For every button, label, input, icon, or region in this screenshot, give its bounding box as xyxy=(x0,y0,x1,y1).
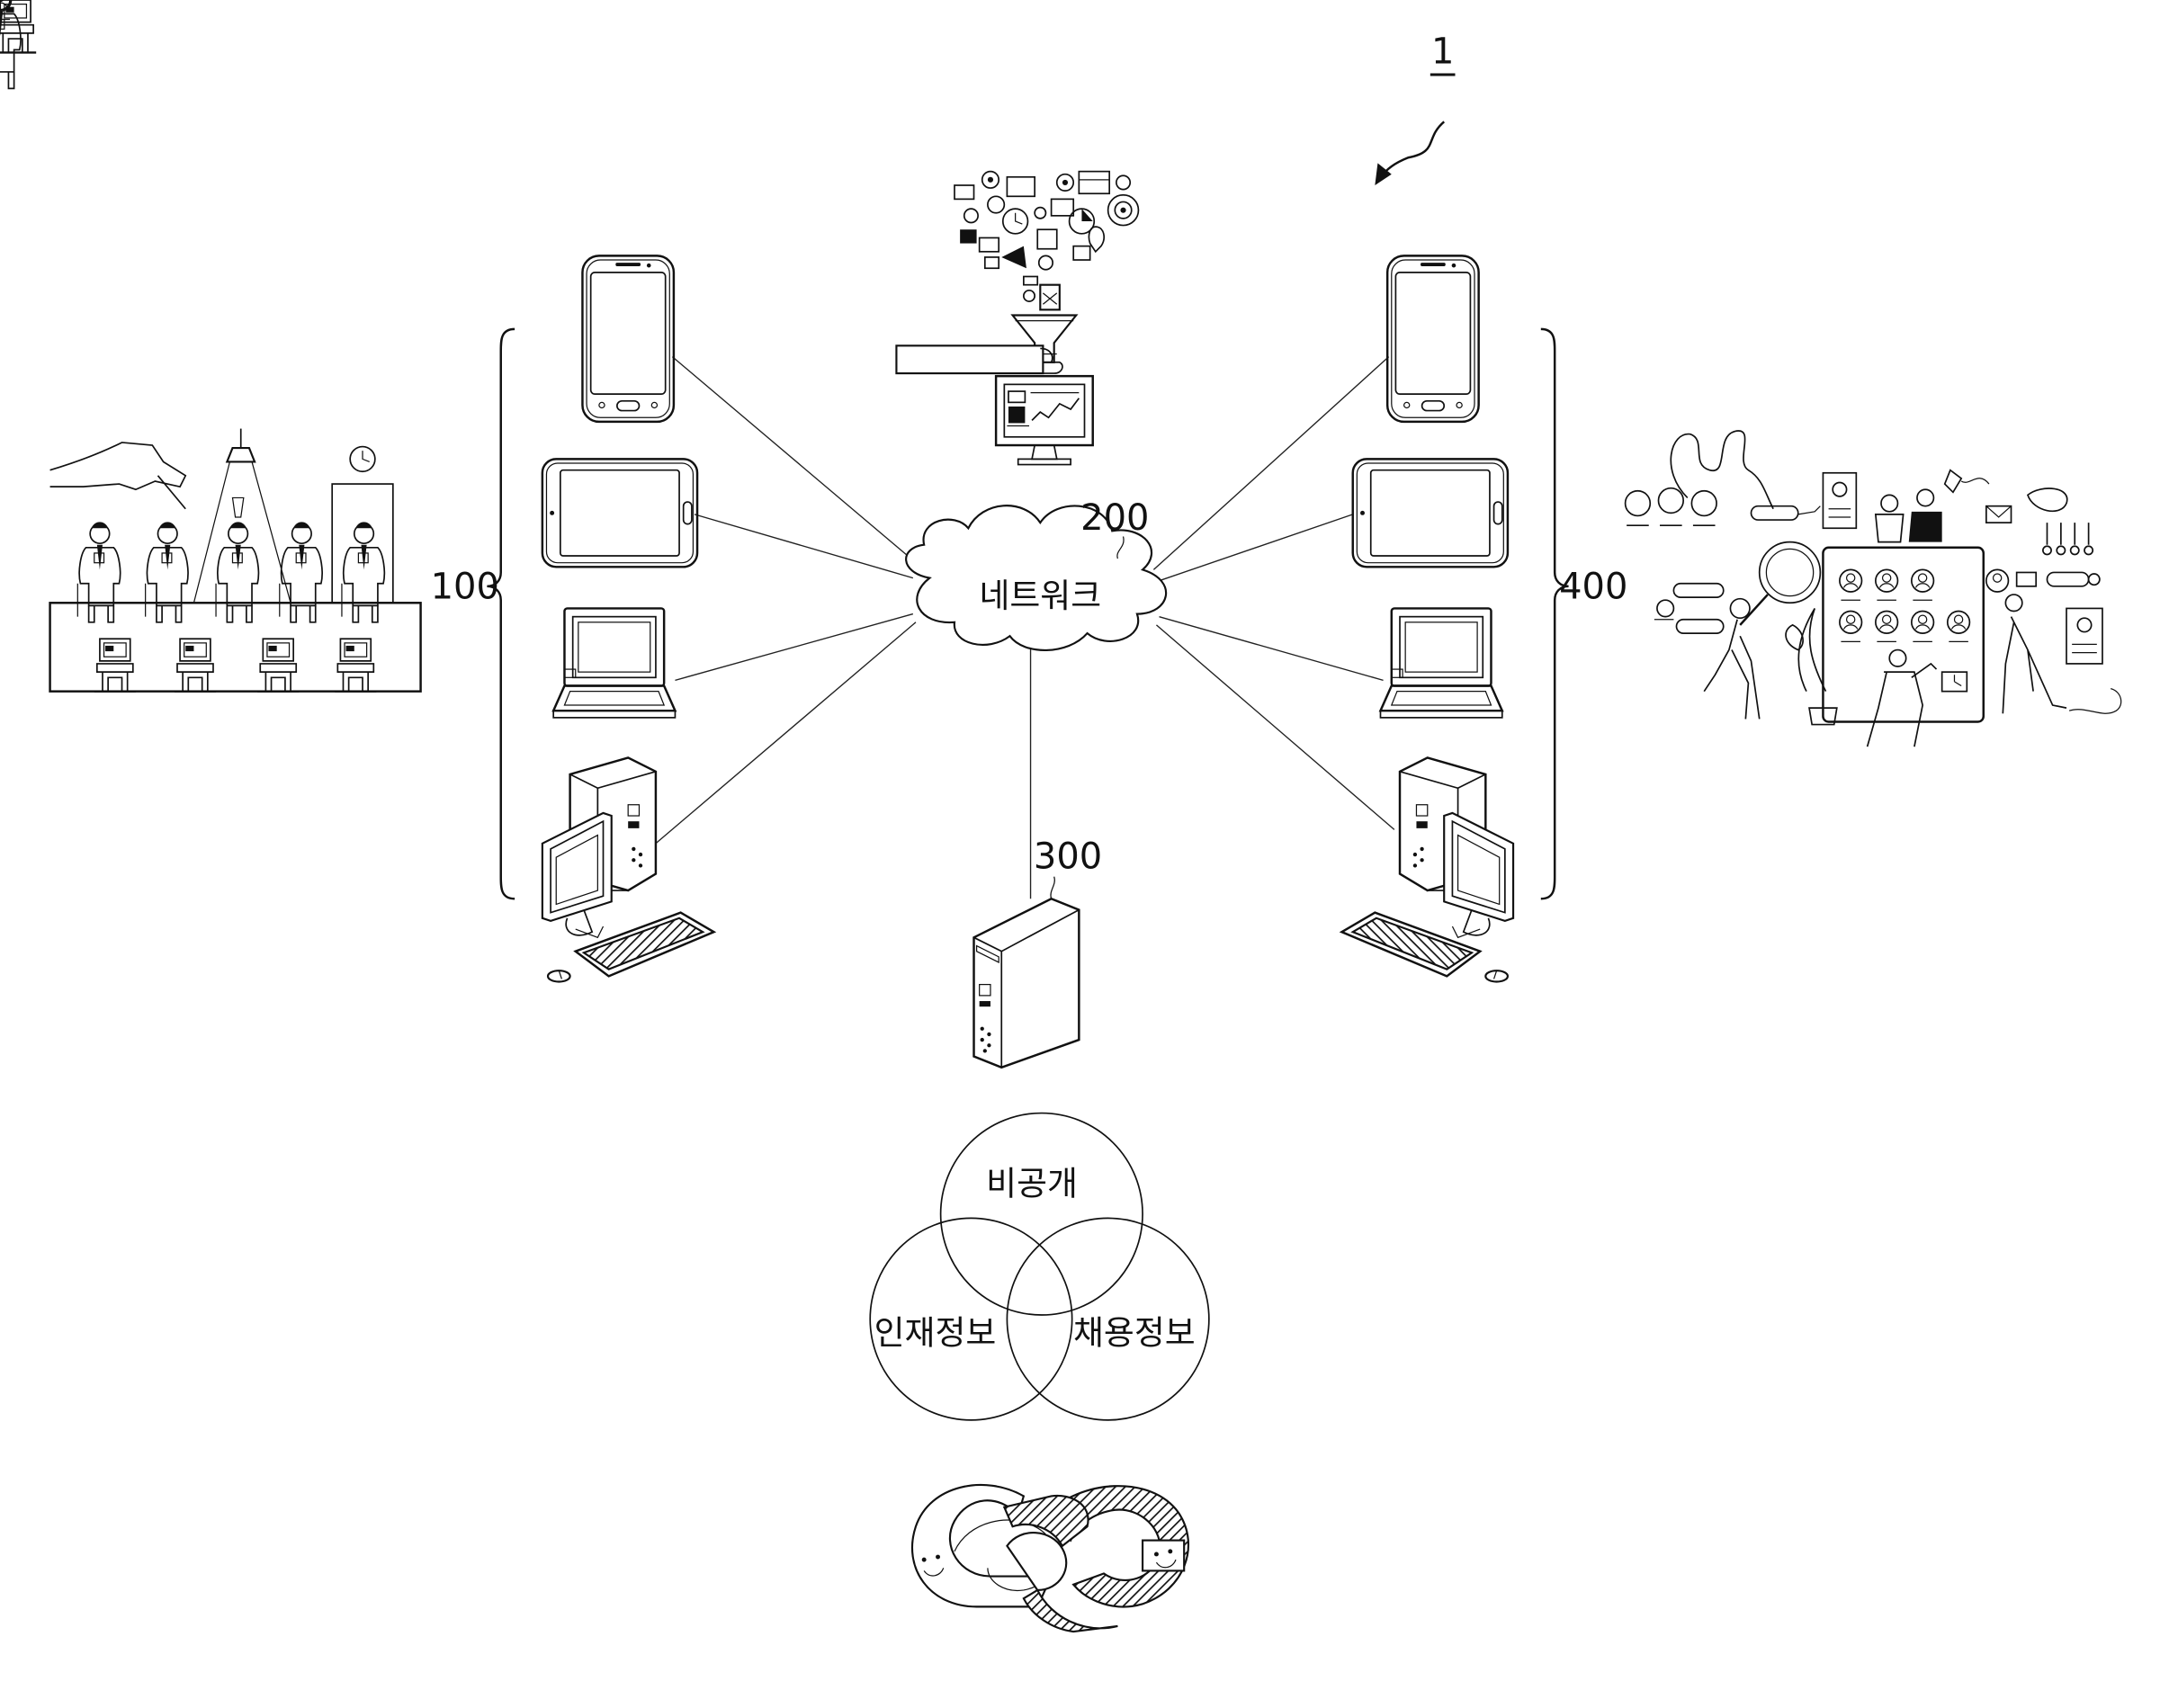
interview-scene-icon xyxy=(0,0,422,693)
tablet-icon xyxy=(541,458,699,568)
smartphone-icon xyxy=(1385,255,1480,424)
venn-circle-talent xyxy=(869,1217,1073,1421)
data-funnel-icon xyxy=(895,170,1140,466)
venn-label-talent: 인재정보 xyxy=(874,1313,997,1352)
server-ref: 300 xyxy=(1034,836,1102,877)
company-devices-group: 400 xyxy=(1340,255,1627,983)
venn-label-private: 비공개 xyxy=(986,1164,1078,1203)
companies-ref: 400 xyxy=(1559,567,1627,608)
server: 300 xyxy=(972,836,1102,1069)
users-ref: 100 xyxy=(431,567,499,608)
connection-lines xyxy=(655,356,1395,899)
smartphone-icon xyxy=(581,255,676,424)
network-ref: 200 xyxy=(1080,497,1149,539)
venn-circle-private xyxy=(939,1112,1143,1316)
desktop-computer-icon xyxy=(1340,756,1515,983)
laptop-icon xyxy=(551,607,677,720)
tablet-icon xyxy=(1351,458,1510,568)
venn-label-recruit: 채용정보 xyxy=(1073,1313,1196,1352)
network-label: 네트워크 xyxy=(979,577,1101,615)
desktop-computer-icon xyxy=(541,756,715,983)
laptop-icon xyxy=(1379,607,1504,720)
recruiting-scene-icon xyxy=(0,0,2122,747)
network-cloud: 네트워크 200 xyxy=(905,497,1168,651)
server-icon xyxy=(972,897,1080,1069)
cloud-icon xyxy=(905,505,1168,651)
figure-number: 1 xyxy=(1431,31,1454,73)
user-devices-group: 100 xyxy=(431,255,715,983)
figure-reference: 1 xyxy=(1375,31,1456,186)
venn-diagram: 비공개 인재정보 채용정보 xyxy=(869,1112,1210,1421)
chain-link-logo-icon xyxy=(910,1484,1190,1633)
venn-circle-recruit xyxy=(1006,1217,1210,1421)
